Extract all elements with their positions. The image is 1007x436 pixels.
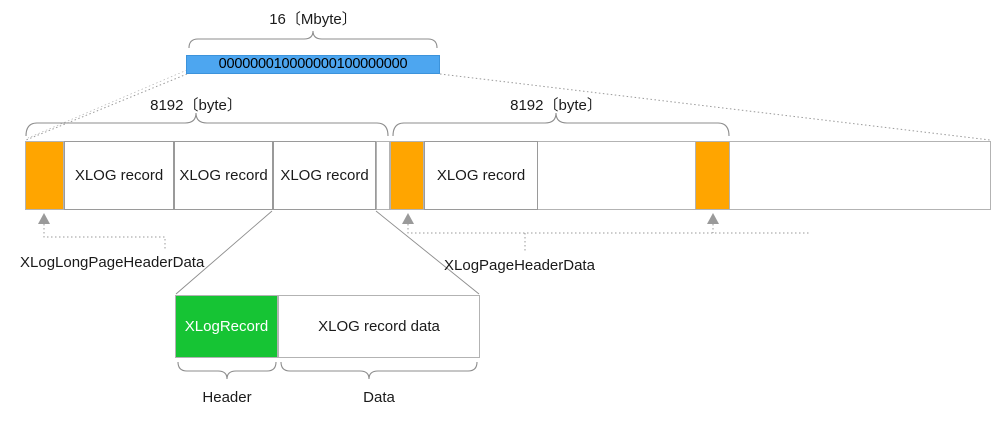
brace-16mbyte — [188, 30, 438, 49]
segment-size-label: 16〔Mbyte〕 — [269, 11, 357, 28]
page-header-label: XLogPageHeaderData — [444, 257, 595, 274]
xlogrecord-header-cell: XLogRecord — [175, 295, 278, 358]
wal-segment-bits: 000000010000000100000000 — [218, 56, 408, 73]
xlog-record-cell-2: XLOG record — [174, 141, 273, 210]
data-brace-label: Data — [363, 389, 395, 406]
leader-long-header — [43, 224, 166, 249]
page-header-block-2 — [695, 141, 730, 210]
arrow-up-page-header-1 — [402, 213, 414, 224]
brace-header — [177, 361, 277, 380]
xlog-record-cell-3: XLOG record — [273, 141, 376, 210]
brace-data — [280, 361, 478, 380]
page-size-label-right: 8192〔byte〕 — [510, 97, 602, 114]
wal-segment-bar: 000000010000000100000000 — [186, 55, 440, 74]
leader-page-header — [407, 224, 810, 234]
arrow-up-page-header-2 — [707, 213, 719, 224]
arrow-up-long-header — [38, 213, 50, 224]
xlog-record-cell-1: XLOG record — [64, 141, 174, 210]
long-page-header-block — [25, 141, 64, 210]
brace-page-right — [392, 112, 730, 137]
page-header-block-1 — [390, 141, 424, 210]
expand-line-right — [375, 210, 480, 295]
long-page-header-label: XLogLongPageHeaderData — [20, 254, 205, 271]
xlog-record-cell-4: XLOG record — [424, 141, 538, 210]
expand-line-left — [175, 210, 273, 295]
header-brace-label: Header — [202, 389, 252, 406]
page-size-label-left: 8192〔byte〕 — [150, 97, 242, 114]
brace-page-left — [25, 112, 389, 137]
xlog-record-data-cell: XLOG record data — [278, 295, 480, 358]
record-continuation-sliver — [376, 141, 390, 210]
